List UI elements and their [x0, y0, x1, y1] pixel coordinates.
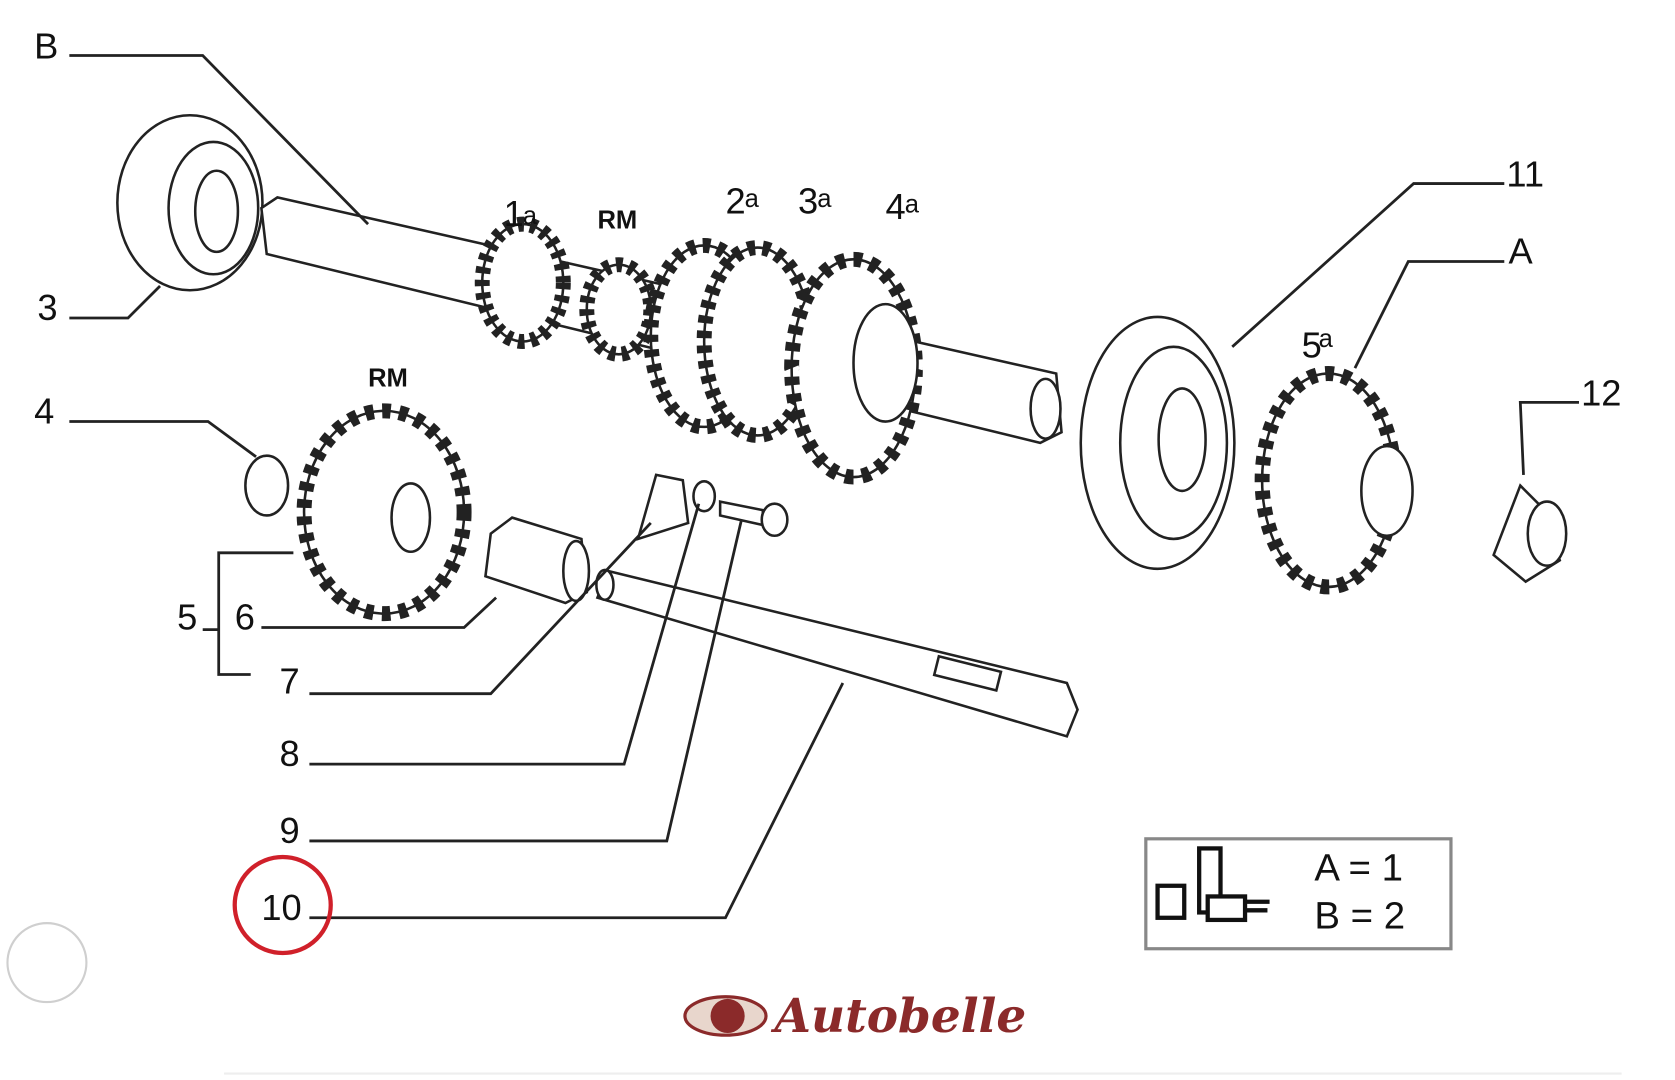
callout-A: A: [1509, 231, 1534, 272]
gear-label-rm: RM: [368, 364, 408, 392]
callout-7: 7: [280, 661, 300, 702]
gear-label-2-sup: a: [745, 185, 760, 213]
gear-rm-shaft: [579, 257, 659, 362]
bearing-3: [116, 113, 264, 292]
highlight-circle: [232, 854, 333, 956]
round-button[interactable]: [6, 922, 88, 1004]
gear-2: [643, 237, 819, 443]
gear-label-5: 5: [1302, 325, 1322, 366]
bush-12: [1492, 483, 1568, 584]
callout-B: B: [34, 26, 58, 67]
callout-5: 5: [177, 597, 197, 638]
gear-label-4: 4: [886, 186, 906, 227]
callout-12: 12: [1581, 373, 1621, 414]
gear-label-4-sup: a: [905, 190, 920, 218]
gear-label-5-sup: a: [1319, 325, 1334, 353]
callout-10[interactable]: 10: [261, 887, 301, 928]
gear-label-2: 2: [725, 180, 745, 221]
quantity-legend: A = 1 B = 2: [1144, 837, 1453, 951]
callout-11: 11: [1506, 154, 1544, 195]
gear-3-4: [784, 251, 923, 485]
bush-7: [484, 516, 591, 605]
reverse-shaft-10: [595, 568, 1079, 738]
logo-emblem-center-icon: [710, 998, 745, 1034]
gear-label-3: 3: [798, 180, 818, 221]
gear-label-1-sup: a: [523, 202, 538, 230]
callout-4: 4: [34, 391, 54, 432]
parts-kit-icon: [1155, 846, 1270, 923]
legend-row-a: A = 1: [1314, 846, 1403, 889]
gear-rm-6: [296, 403, 472, 622]
legend-row-b: B = 2: [1314, 894, 1405, 937]
bearing-11: [1079, 315, 1236, 571]
callout-6: 6: [235, 597, 255, 638]
bolt: [718, 500, 789, 538]
callout-8: 8: [280, 733, 300, 774]
callout-3: 3: [37, 287, 57, 328]
gear-1: [474, 216, 571, 349]
gear-label-3-sup: a: [817, 185, 832, 213]
ring-4: [244, 454, 290, 517]
logo-text: Autobelle: [771, 989, 1027, 1044]
leader-lines: [69, 54, 1579, 920]
callout-9: 9: [280, 810, 300, 851]
gear-label-1: 1: [504, 193, 524, 234]
gear-5: [1254, 366, 1414, 595]
autobelle-logo: Autobelle: [683, 989, 1027, 1044]
gear-label-rm-shaft: RM: [597, 206, 637, 234]
